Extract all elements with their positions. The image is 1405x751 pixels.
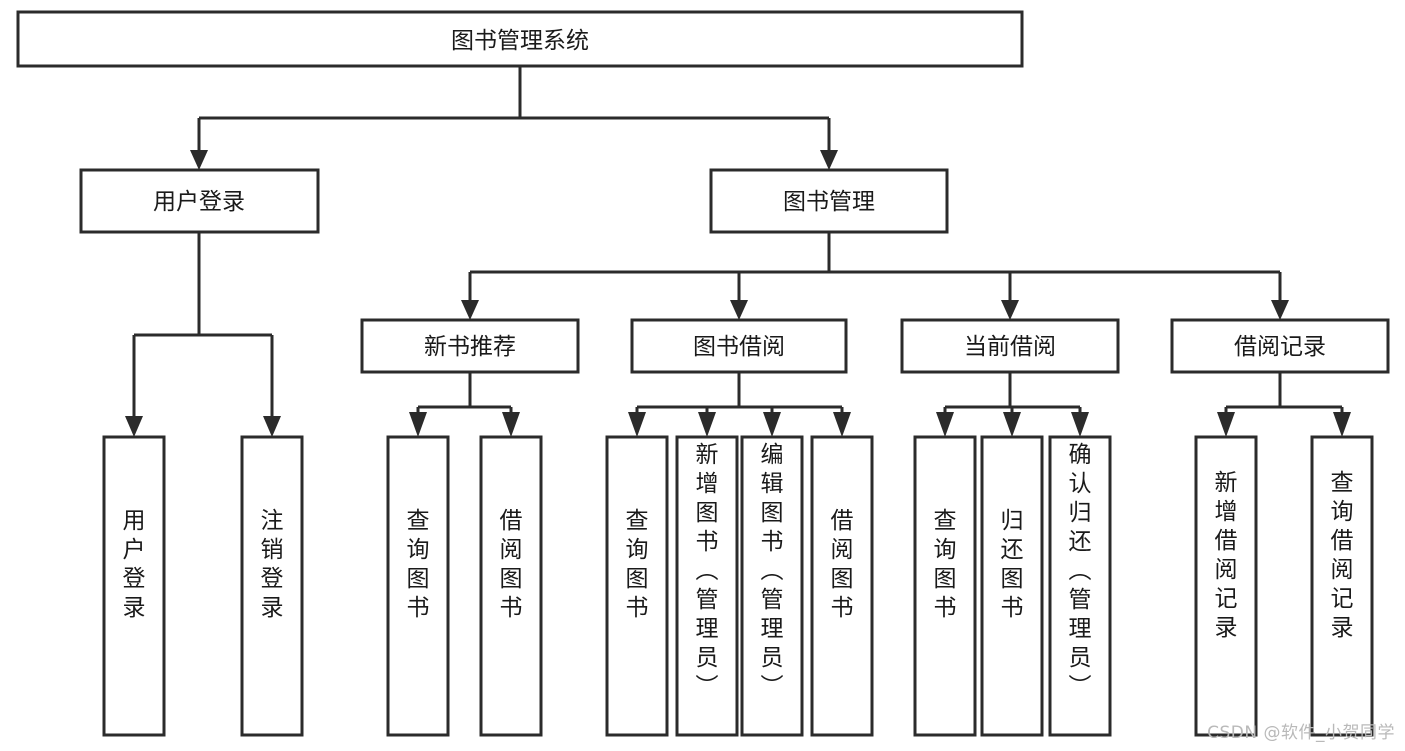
node-leaf-borrow-book-2-box[interactable] [810,435,874,737]
arrow-head-book-manage [820,150,838,170]
node-leaf-query-record[interactable]: 查询借阅记录 [1310,435,1374,737]
node-leaf-add-book-box[interactable] [675,435,739,737]
node-leaf-edit-book-label: 编辑图书︵管理员︶ [761,442,784,700]
arrow-head-leaf-query-book-3 [936,412,954,437]
arrow-head-leaf-borrow-book-1 [502,412,520,437]
arrow-head-leaf-user-logout [263,416,281,437]
node-leaf-return-book[interactable]: 归还图书 [980,435,1044,737]
node-leaf-borrow-book-1-label: 借阅图书 [500,508,523,621]
node-leaf-query-book-2-box[interactable] [605,435,669,737]
node-book-manage[interactable]: 图书管理 [709,168,949,234]
node-root-label: 图书管理系统 [451,28,589,54]
node-leaf-confirm-return-box[interactable] [1048,435,1112,737]
node-user-login[interactable]: 用户登录 [79,168,320,234]
node-leaf-edit-book-box[interactable] [740,435,804,737]
node-new-book-recommend-label: 新书推荐 [424,334,516,360]
arrow-head-current-borrow [1001,300,1019,320]
node-current-borrow-box[interactable] [900,318,1120,374]
node-current-borrow[interactable]: 当前借阅 [900,318,1120,374]
node-leaf-user-login-label: 用户登录 [123,508,146,621]
node-new-book-recommend-box[interactable] [360,318,580,374]
arrow-head-leaf-confirm-return [1071,412,1089,437]
node-book-manage-box[interactable] [709,168,949,234]
node-leaf-borrow-book-1-box[interactable] [479,435,543,737]
node-current-borrow-label: 当前借阅 [964,334,1056,360]
node-leaf-query-book-2-label: 查询图书 [626,508,649,621]
node-leaf-query-book-1-box[interactable] [386,435,450,737]
node-leaf-confirm-return[interactable]: 确认归还︵管理员︶ [1048,435,1112,737]
arrow-head-borrow-record [1271,300,1289,320]
arrow-head-leaf-query-book-2 [628,412,646,437]
node-leaf-confirm-return-label: 确认归还︵管理员︶ [1069,442,1092,700]
node-leaf-return-book-box[interactable] [980,435,1044,737]
arrow-head-leaf-return-book [1003,412,1021,437]
node-leaf-user-logout-label: 注销登录 [261,508,284,621]
edge-group-current-borrow [936,372,1089,437]
edge-group-new-book-recommend [409,372,520,437]
node-leaf-query-book-3-label: 查询图书 [934,508,957,621]
arrow-head-leaf-borrow-book-2 [833,412,851,437]
arrow-head-book-borrow [730,300,748,320]
node-leaf-add-record-box[interactable] [1194,435,1258,737]
arrow-head-leaf-query-book-1 [409,412,427,437]
node-borrow-record-box[interactable] [1170,318,1390,374]
node-leaf-edit-book[interactable]: 编辑图书︵管理员︶ [740,435,804,737]
node-book-manage-label: 图书管理 [783,189,875,215]
node-leaf-user-login[interactable]: 用户登录 [102,435,166,737]
edge-group-book-manage [461,232,1289,320]
node-book-borrow-box[interactable] [630,318,848,374]
node-leaf-query-book-2[interactable]: 查询图书 [605,435,669,737]
node-user-login-label: 用户登录 [153,189,245,215]
node-borrow-record[interactable]: 借阅记录 [1170,318,1390,374]
node-leaf-user-logout-box[interactable] [240,435,304,737]
arrow-head-leaf-add-book [698,412,716,437]
node-book-borrow-label: 图书借阅 [693,334,785,360]
arrow-head-new-book-recommend [461,300,479,320]
node-new-book-recommend[interactable]: 新书推荐 [360,318,580,374]
arrow-head-leaf-user-login [125,416,143,437]
node-user-login-box[interactable] [79,168,320,234]
node-leaf-add-book-label: 新增图书︵管理员︶ [696,442,719,700]
arrow-head-user-login [190,150,208,170]
node-borrow-record-label: 借阅记录 [1234,334,1326,360]
node-leaf-borrow-book-1[interactable]: 借阅图书 [479,435,543,737]
edge-group-root [190,66,838,170]
node-leaf-query-book-3[interactable]: 查询图书 [913,435,977,737]
arrow-head-leaf-edit-book [763,412,781,437]
arrow-head-leaf-query-record [1333,412,1351,437]
edge-group-borrow-record [1217,372,1351,437]
node-leaf-query-book-1[interactable]: 查询图书 [386,435,450,737]
node-leaf-borrow-book-2-label: 借阅图书 [831,508,854,621]
node-leaf-add-record-label: 新增借阅记录 [1215,470,1238,641]
edge-group-user-login [125,232,281,437]
node-root[interactable]: 图书管理系统 [16,10,1024,68]
node-leaf-query-book-3-box[interactable] [913,435,977,737]
node-leaf-return-book-label: 归还图书 [1001,508,1024,621]
node-root-box[interactable] [16,10,1024,68]
node-leaf-borrow-book-2[interactable]: 借阅图书 [810,435,874,737]
node-leaf-query-record-label: 查询借阅记录 [1331,470,1354,641]
node-leaf-query-record-box[interactable] [1310,435,1374,737]
edge-group-book-borrow [628,372,851,437]
watermark-label: CSDN @软件_小贺同学 [1207,723,1395,743]
node-leaf-user-logout[interactable]: 注销登录 [240,435,304,737]
node-leaf-user-login-box[interactable] [102,435,166,737]
node-leaf-query-book-1-label: 查询图书 [407,508,430,621]
node-leaf-add-record[interactable]: 新增借阅记录 [1194,435,1258,737]
node-book-borrow[interactable]: 图书借阅 [630,318,848,374]
arrow-head-leaf-add-record [1217,412,1235,437]
node-leaf-add-book[interactable]: 新增图书︵管理员︶ [675,435,739,737]
